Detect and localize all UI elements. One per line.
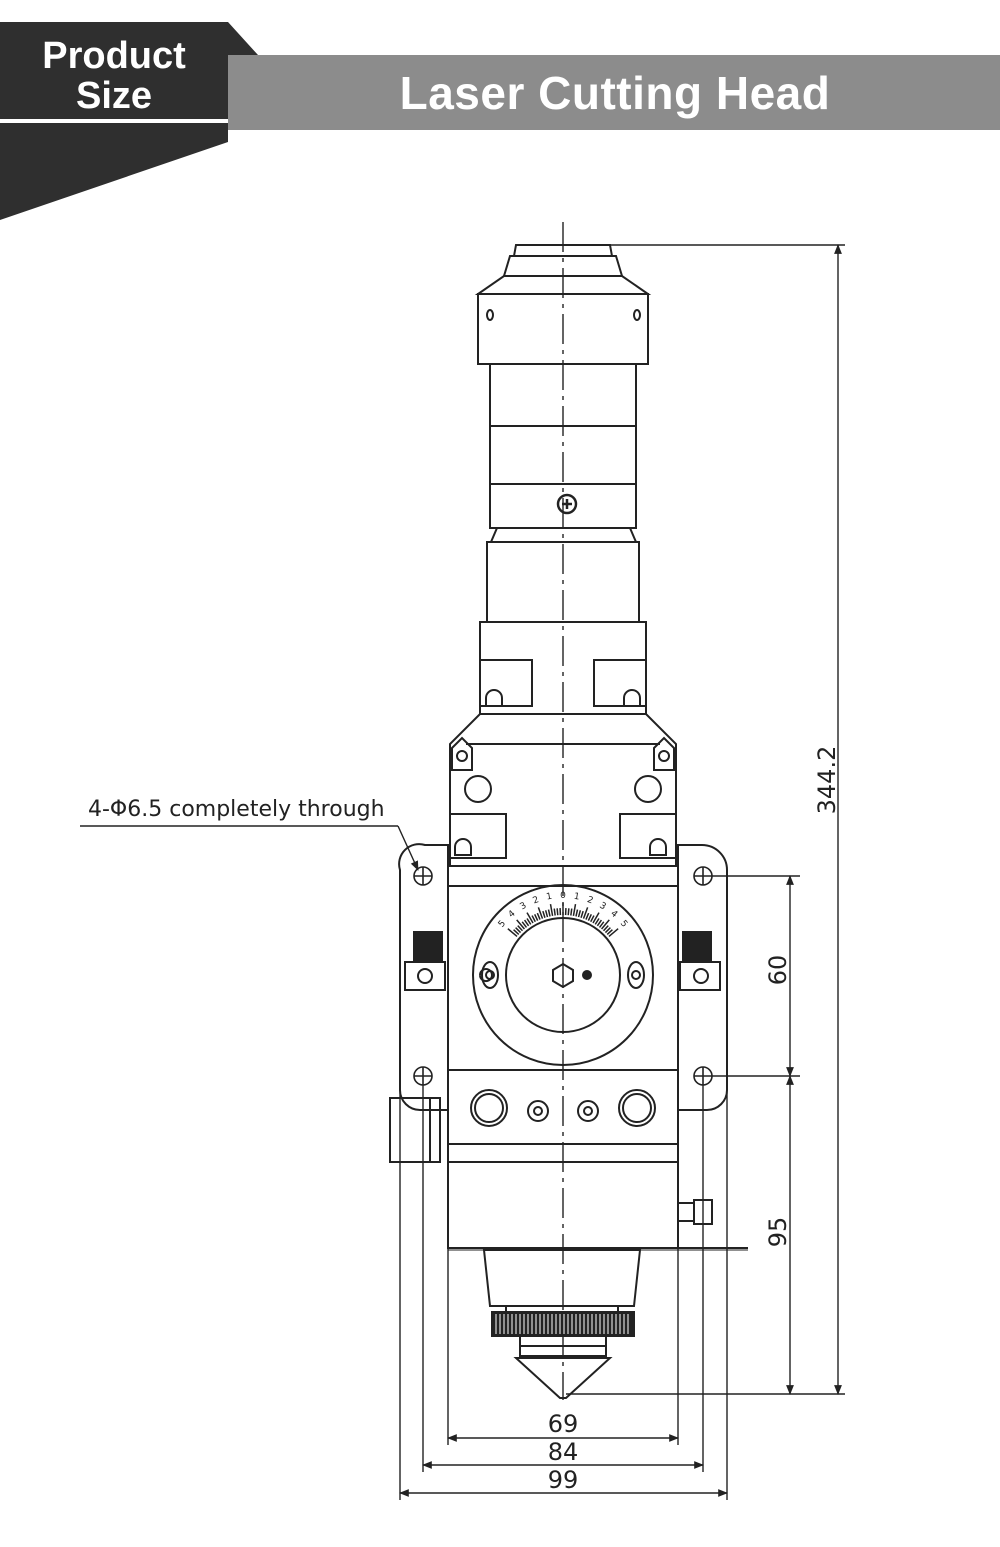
dim-upper-spacing: 60 <box>764 955 792 986</box>
scale-tick <box>585 912 590 920</box>
scale-label: 3 <box>519 901 529 913</box>
scale-tick <box>526 918 532 925</box>
collimator-body <box>486 363 640 623</box>
scale-tick <box>594 918 600 925</box>
scale-label: 4 <box>507 909 518 921</box>
scale-tick <box>587 913 592 921</box>
dim-total-height: 344.2 <box>813 746 841 815</box>
scale-tick <box>600 919 610 930</box>
scale-tick <box>606 929 613 936</box>
hole-callout-text: 4-Φ6.5 completely through <box>88 797 385 822</box>
scale-tick <box>598 921 605 928</box>
scale-label: 5 <box>497 919 508 930</box>
scale-tick <box>604 927 611 934</box>
dim-width-outer: 99 <box>548 1466 579 1494</box>
scale-tick <box>608 928 619 938</box>
scale-tick <box>521 921 528 928</box>
scale-label: 1 <box>573 892 580 903</box>
dimension-lines <box>399 244 842 1497</box>
scale-tick <box>523 919 530 927</box>
scale-tick <box>531 915 536 923</box>
product-size-badge <box>0 22 258 220</box>
scale-tick <box>547 909 551 917</box>
scale-label: 3 <box>598 901 608 913</box>
scale-tick <box>570 908 573 916</box>
dim-width-middle: 84 <box>548 1438 579 1466</box>
scale-label: 0 <box>560 891 566 901</box>
scale-label: 5 <box>618 919 629 930</box>
scale-tick <box>544 910 549 918</box>
scale-label: 1 <box>546 892 553 903</box>
scale-tick <box>517 925 524 932</box>
scale-tick <box>515 927 522 934</box>
scale-tick <box>513 929 520 936</box>
badge-label: Product Size <box>0 36 228 116</box>
scale-tick <box>549 903 554 917</box>
extension-lines <box>399 244 845 1500</box>
scale-tick <box>602 925 609 932</box>
page-title: Laser Cutting Head <box>399 66 831 119</box>
badge-line1: Product <box>42 35 186 77</box>
scale-tick <box>575 909 579 917</box>
scale-tick <box>536 912 541 920</box>
scale-tick <box>526 912 534 924</box>
scale-tick <box>582 907 589 919</box>
scale-tick <box>580 910 584 919</box>
hole-callout-leader <box>80 825 419 871</box>
scale-tick <box>590 915 595 923</box>
scale-tick <box>542 910 546 919</box>
scale-tick <box>516 919 526 930</box>
scale-tick <box>537 907 544 919</box>
badge-line2: Size <box>75 75 153 117</box>
scale-tick <box>567 908 570 916</box>
scale-tick <box>553 908 556 916</box>
scale-tick <box>507 928 518 938</box>
scale-tick <box>577 910 582 918</box>
scale-label: 2 <box>586 895 595 906</box>
dim-width-inner: 69 <box>548 1410 579 1438</box>
scale-tick <box>596 919 603 927</box>
scale-tick <box>592 912 600 924</box>
mounting-plate <box>389 843 728 1163</box>
scale-tick <box>534 913 539 921</box>
scale-tick <box>572 903 577 917</box>
dim-lower-spacing: 95 <box>764 1217 792 1248</box>
scale-label: 2 <box>532 895 541 906</box>
scale-label: 4 <box>608 909 619 921</box>
scale-tick <box>556 908 559 916</box>
